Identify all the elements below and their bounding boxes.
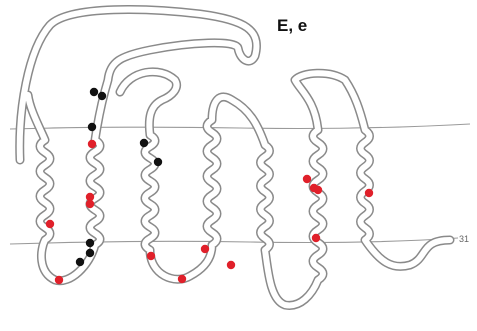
black-residue-dot	[154, 158, 162, 166]
red-residue-dot	[46, 220, 54, 228]
red-residue-dot	[303, 175, 311, 183]
c-terminus-label: 31	[459, 234, 469, 244]
black-residue-dot	[90, 88, 98, 96]
red-residue-dot	[55, 276, 63, 284]
red-residue-dot	[312, 234, 320, 242]
red-residue-dot	[365, 189, 373, 197]
black-residue-dot	[140, 139, 148, 147]
outer-membrane-line	[10, 124, 470, 129]
red-residue-dot	[227, 261, 235, 269]
red-residue-dot	[178, 275, 186, 283]
inner-membrane-line	[10, 238, 458, 244]
black-residue-dot	[76, 258, 84, 266]
black-residue-dot	[98, 92, 106, 100]
diagram-title: E, e	[277, 16, 307, 36]
red-residue-dot	[201, 245, 209, 253]
red-residue-dot	[86, 200, 94, 208]
red-residue-dot	[147, 252, 155, 260]
black-residue-dot	[86, 249, 94, 257]
membrane-boundary-lines	[10, 124, 470, 244]
polypeptide-chain	[20, 10, 450, 306]
red-residue-dot	[314, 186, 322, 194]
red-residue-dot	[88, 140, 96, 148]
black-residue-dot	[86, 239, 94, 247]
black-residue-dot	[88, 123, 96, 131]
